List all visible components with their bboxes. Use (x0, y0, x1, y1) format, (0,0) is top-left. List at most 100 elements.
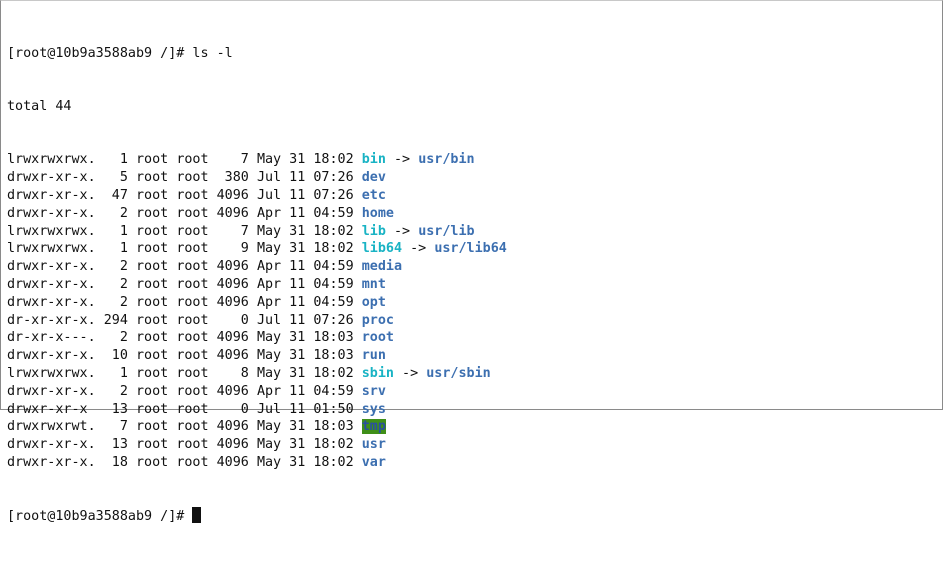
link-count: 2 (103, 383, 128, 399)
file-permissions: drwxr-xr-x. (7, 437, 96, 453)
listing-row: drwxr-xr-x. 5 root root 380 Jul 11 07:26… (7, 169, 507, 187)
file-permissions: dr-xr-x---. (7, 330, 96, 346)
command-line: [root@10b9a3588ab9 /]# ls -l (7, 45, 233, 61)
file-size: 4096 (216, 294, 249, 310)
file-name: sbin (361, 365, 394, 381)
file-owner: root (136, 437, 169, 453)
file-permissions: drwxr-xr-x. (7, 259, 96, 275)
file-permissions: drwxr-xr-x. (7, 205, 96, 221)
file-date: Apr 11 04:59 (256, 276, 354, 292)
link-count: 47 (103, 187, 128, 203)
file-date: Jul 11 07:26 (256, 170, 354, 186)
file-owner: root (136, 330, 169, 346)
file-date: May 31 18:02 (256, 152, 354, 168)
file-owner: root (136, 187, 169, 203)
listing-row: drwxr-xr-x. 2 root root 4096 Apr 11 04:5… (7, 294, 507, 312)
file-name: proc (361, 312, 394, 328)
file-size: 380 (216, 170, 249, 186)
file-size: 4096 (216, 454, 249, 470)
link-count: 1 (103, 152, 128, 168)
file-owner: root (136, 312, 169, 328)
listing-row: drwxr-xr-x. 13 root root 4096 May 31 18:… (7, 436, 507, 454)
file-group: root (176, 348, 209, 364)
file-group: root (176, 170, 209, 186)
file-owner: root (136, 205, 169, 221)
file-date: Jul 11 01:50 (256, 401, 354, 417)
file-name: etc (361, 187, 386, 203)
file-permissions: drwxr-xr-x. (7, 187, 96, 203)
file-permissions: dr-xr-xr-x. (7, 312, 96, 328)
link-count: 2 (103, 259, 128, 275)
file-date: May 31 18:02 (256, 223, 354, 239)
file-permissions: drwxr-xr-x (7, 401, 96, 417)
listing-row: lrwxrwxrwx. 1 root root 9 May 31 18:02 l… (7, 240, 507, 258)
file-owner: root (136, 170, 169, 186)
listing-row: drwxr-xr-x 13 root root 0 Jul 11 01:50 s… (7, 401, 507, 419)
link-count: 294 (103, 312, 128, 328)
listing-row: dr-xr-xr-x. 294 root root 0 Jul 11 07:26… (7, 312, 507, 330)
file-name: home (361, 205, 394, 221)
file-permissions: lrwxrwxrwx. (7, 241, 96, 257)
file-group: root (176, 383, 209, 399)
file-size: 4096 (216, 419, 249, 435)
file-group: root (176, 294, 209, 310)
file-size: 4096 (216, 437, 249, 453)
file-size: 4096 (216, 348, 249, 364)
link-count: 1 (103, 365, 128, 381)
file-size: 8 (216, 365, 249, 381)
file-name: media (361, 259, 403, 275)
link-count: 2 (103, 330, 128, 346)
file-permissions: drwxr-xr-x. (7, 383, 96, 399)
file-size: 4096 (216, 259, 249, 275)
link-count: 2 (103, 294, 128, 310)
file-date: May 31 18:02 (256, 437, 354, 453)
file-date: May 31 18:02 (256, 454, 354, 470)
file-permissions: lrwxrwxrwx. (7, 223, 96, 239)
listing: lrwxrwxrwx. 1 root root 7 May 31 18:02 b… (7, 151, 507, 471)
file-date: May 31 18:03 (256, 330, 354, 346)
file-name: bin (361, 152, 386, 168)
file-group: root (176, 419, 209, 435)
file-owner: root (136, 259, 169, 275)
file-group: root (176, 276, 209, 292)
file-permissions: drwxr-xr-x. (7, 170, 96, 186)
link-count: 1 (103, 241, 128, 257)
file-owner: root (136, 294, 169, 310)
link-count: 1 (103, 223, 128, 239)
file-group: root (176, 437, 209, 453)
file-name: usr (361, 437, 386, 453)
link-count: 13 (103, 437, 128, 453)
file-size: 4096 (216, 330, 249, 346)
total-line: total 44 (7, 98, 72, 114)
file-group: root (176, 223, 209, 239)
file-owner: root (136, 419, 169, 435)
file-name: lib64 (361, 241, 403, 257)
file-group: root (176, 330, 209, 346)
symlink-target: usr/bin (418, 152, 475, 168)
file-permissions: lrwxrwxrwx. (7, 365, 96, 381)
file-owner: root (136, 223, 169, 239)
file-date: Apr 11 04:59 (256, 205, 354, 221)
symlink-arrow: -> (402, 241, 435, 257)
file-permissions: lrwxrwxrwx. (7, 152, 96, 168)
symlink-arrow: -> (394, 365, 427, 381)
listing-row: drwxr-xr-x. 2 root root 4096 Apr 11 04:5… (7, 205, 507, 223)
file-date: Apr 11 04:59 (256, 383, 354, 399)
terminal-window[interactable]: [root@10b9a3588ab9 /]# ls -l total 44 lr… (0, 0, 943, 524)
file-size: 4096 (216, 205, 249, 221)
file-group: root (176, 259, 209, 275)
file-size: 4096 (216, 383, 249, 399)
symlink-target: usr/lib (418, 223, 475, 239)
file-name: dev (361, 170, 386, 186)
file-size: 7 (216, 152, 249, 168)
file-date: May 31 18:02 (256, 365, 354, 381)
listing-row: dr-xr-x---. 2 root root 4096 May 31 18:0… (7, 329, 507, 347)
prompt-line[interactable]: [root@10b9a3588ab9 /]# (7, 507, 507, 525)
file-owner: root (136, 365, 169, 381)
prompt-text: [root@10b9a3588ab9 /]# (7, 509, 193, 525)
file-owner: root (136, 454, 169, 470)
link-count: 18 (103, 454, 128, 470)
link-count: 2 (103, 205, 128, 221)
file-size: 0 (216, 312, 249, 328)
file-owner: root (136, 383, 169, 399)
